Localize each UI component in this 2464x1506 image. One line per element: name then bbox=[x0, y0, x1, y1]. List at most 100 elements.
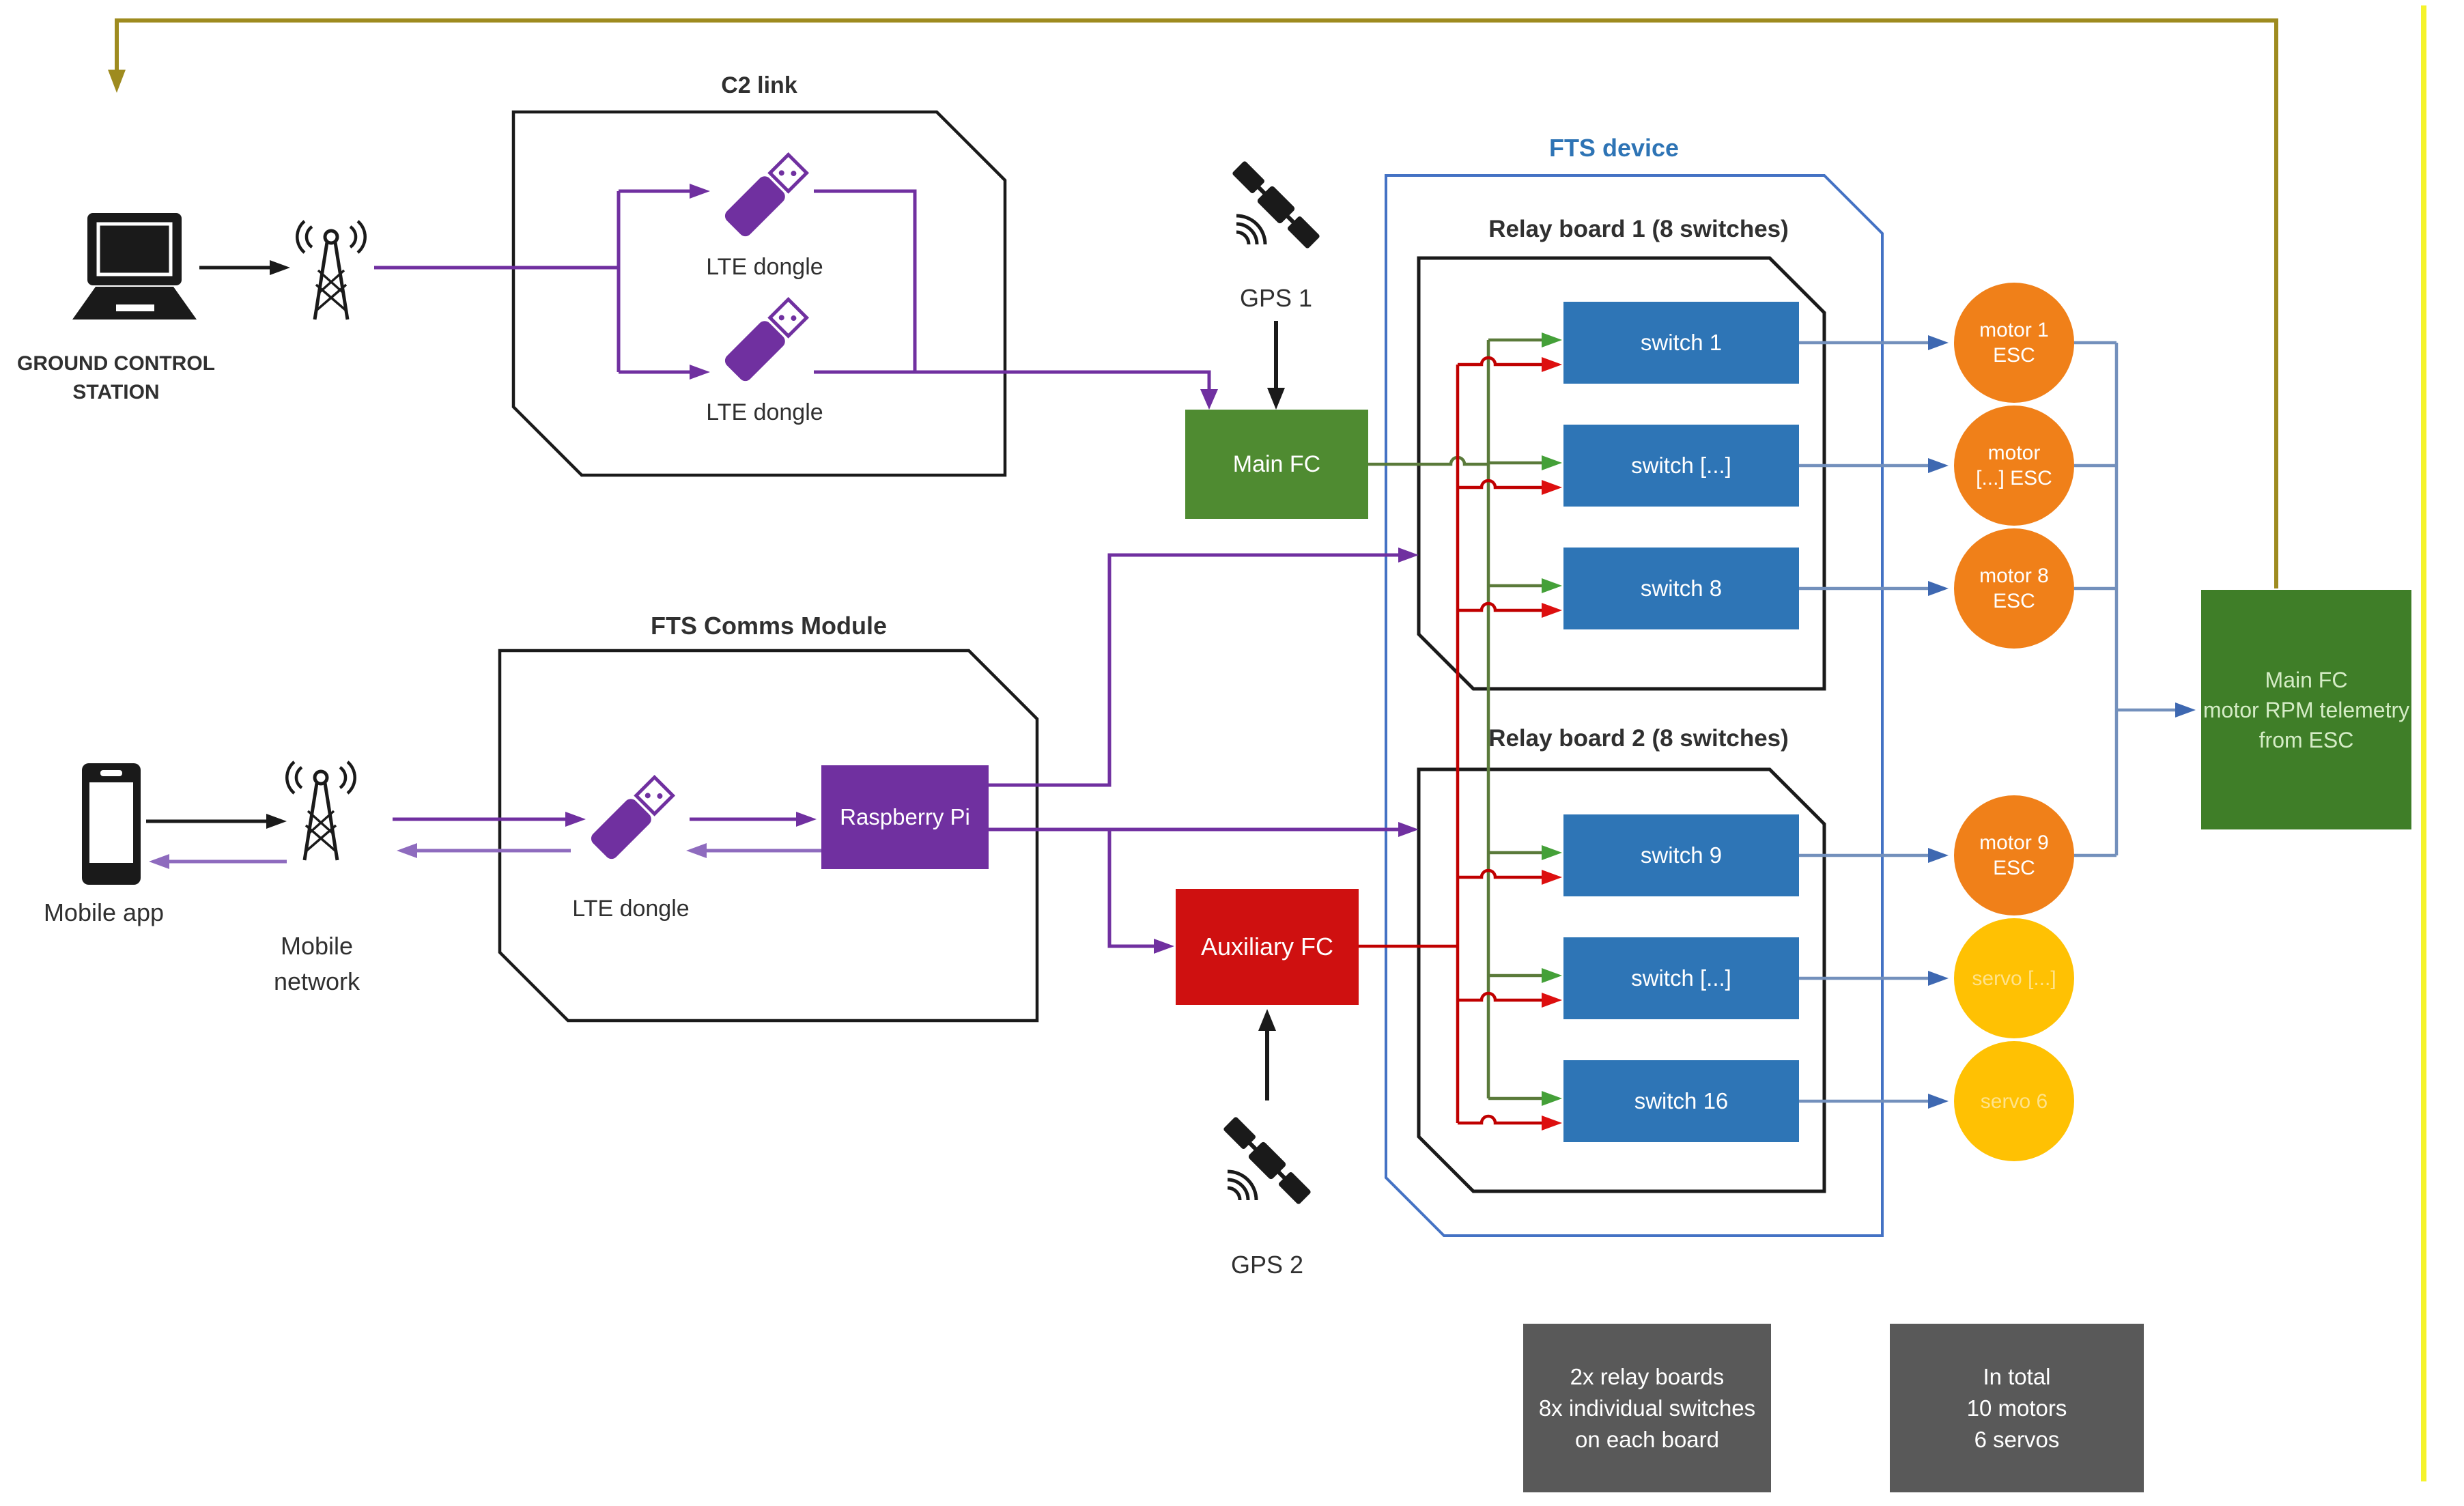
c2-link-title: C2 link bbox=[721, 72, 797, 98]
wire-red-row-5 bbox=[1458, 991, 1543, 1002]
arrowhead-red-switch-6 bbox=[1542, 1116, 1562, 1131]
lte-dongle-3-label: LTE dongle bbox=[572, 896, 690, 922]
lte-dongle-icon-1 bbox=[722, 152, 809, 239]
relay-board-2-outline bbox=[1417, 767, 1826, 1193]
wire-telemetry-bus bbox=[2074, 341, 2175, 857]
arrowhead-to-dongle3 bbox=[686, 843, 707, 858]
fts-device-label: FTS device bbox=[1548, 134, 1680, 162]
arrowhead-blue-motor-4 bbox=[1928, 848, 1949, 863]
arrowhead-red-switch-1 bbox=[1542, 357, 1562, 372]
auxiliary-fc-box: Auxiliary FC bbox=[1176, 889, 1359, 1005]
lte-dongle-1-label: LTE dongle bbox=[706, 254, 823, 280]
motor-8-esc-circle: motor 8 ESC bbox=[1954, 528, 2074, 649]
purple-wires bbox=[374, 189, 1400, 948]
arrowhead-gps2-to-auxfc bbox=[1258, 1009, 1276, 1031]
arrowhead-gps1-to-mainfc bbox=[1267, 388, 1285, 410]
arrowhead-green-switch-4 bbox=[1542, 845, 1562, 860]
arrowhead-tower2-to-dongle3 bbox=[565, 812, 586, 827]
lte-dongle-2-label: LTE dongle bbox=[706, 399, 823, 425]
cell-tower-icon-mobile bbox=[287, 762, 354, 860]
arrowhead-blue-motor-2 bbox=[1928, 458, 1949, 473]
relay-board-2-title: Relay board 2 (8 switches) bbox=[1488, 725, 1789, 752]
switch-8-box: switch 8 bbox=[1563, 548, 1799, 629]
servo-n-circle: servo [...] bbox=[1954, 918, 2074, 1038]
gcs-label: GROUND CONTROL STATION bbox=[17, 352, 215, 403]
wire-dongle2-to-mainfc bbox=[814, 370, 1211, 390]
arrowhead-laptop-to-tower bbox=[270, 260, 290, 275]
wire-rpi-to-relay1 bbox=[989, 553, 1400, 787]
arrowhead-rpi-to-relay1 bbox=[1398, 548, 1419, 563]
arrowhead-green-switch-5 bbox=[1542, 968, 1562, 983]
black-wires bbox=[146, 266, 1278, 1100]
black-arrowheads bbox=[266, 260, 1285, 1031]
wire-red-row-4 bbox=[1458, 868, 1543, 879]
arrowhead-to-dongle2 bbox=[690, 365, 710, 380]
motor-9-esc-circle: motor 9 ESC bbox=[1954, 795, 2074, 915]
arrowhead-to-tower2 bbox=[397, 843, 417, 858]
wire-red-row-1 bbox=[1458, 356, 1543, 367]
telemetry-box: Main FC motor RPM telemetry from ESC bbox=[2201, 590, 2411, 829]
fts-comms-box-path bbox=[498, 649, 1039, 1023]
wire-red-row-6 bbox=[1458, 1114, 1543, 1125]
arrowhead-blue-servo-2 bbox=[1928, 1094, 1949, 1109]
lte-dongle-icon-3 bbox=[589, 775, 675, 862]
arrowhead-phone-to-tower bbox=[266, 814, 287, 829]
olive-feedback-path bbox=[115, 18, 2278, 588]
red-wires bbox=[1359, 356, 1543, 1125]
arrowhead-green-switch-2 bbox=[1542, 455, 1562, 470]
arrowhead-to-telemetry bbox=[2175, 702, 2196, 718]
fts-comms-box-outline bbox=[498, 649, 1039, 1023]
light-purple-arrowheads bbox=[149, 843, 707, 869]
raspberry-pi-box: Raspberry Pi bbox=[821, 765, 989, 869]
switch-1-box: switch 1 bbox=[1563, 302, 1799, 384]
switch-9-box: switch 9 bbox=[1563, 814, 1799, 896]
arrowhead-rpi-to-auxfc bbox=[1154, 939, 1174, 954]
lte-dongle-icon-2 bbox=[722, 297, 809, 384]
relay-board-1-path bbox=[1417, 256, 1826, 691]
olive-arrowheads bbox=[108, 70, 126, 93]
arrowhead-blue-motor-3 bbox=[1928, 581, 1949, 596]
c2-link-box-path bbox=[511, 110, 1007, 477]
arrowhead-blue-servo-1 bbox=[1928, 971, 1949, 986]
c2-link-box-outline bbox=[511, 110, 1007, 477]
blue-wires bbox=[1799, 341, 2175, 1103]
motor-n-esc-circle: motor [...] ESC bbox=[1954, 406, 2074, 526]
arrowhead-red-switch-5 bbox=[1542, 993, 1562, 1008]
arrowhead-green-switch-3 bbox=[1542, 578, 1562, 593]
arrowhead-c2-to-mainfc bbox=[1200, 389, 1218, 410]
arrowhead-to-phone bbox=[149, 854, 169, 869]
motor-1-esc-circle: motor 1 ESC bbox=[1954, 283, 2074, 403]
arrowhead-rpi-to-relay2 bbox=[1398, 822, 1419, 837]
olive-feedback-wire bbox=[115, 18, 2278, 588]
gps2-label: GPS 2 bbox=[1230, 1251, 1304, 1279]
gps1-satellite-icon bbox=[1231, 160, 1322, 251]
green-wires bbox=[1368, 338, 1543, 1100]
relay-board-1-title: Relay board 1 (8 switches) bbox=[1488, 216, 1789, 242]
arrowhead-green-switch-1 bbox=[1542, 332, 1562, 347]
arrowhead-to-dongle1 bbox=[690, 184, 710, 199]
wire-red-row-3 bbox=[1458, 601, 1543, 612]
cell-tower-icon-c2 bbox=[297, 221, 365, 319]
red-arrowheads bbox=[1542, 357, 1562, 1131]
blue-arrowheads bbox=[1928, 335, 2196, 1109]
wire-dongle1-out bbox=[814, 189, 917, 372]
switch-16-box: switch 16 bbox=[1563, 1060, 1799, 1142]
arrowhead-blue-motor-1 bbox=[1928, 335, 1949, 350]
fts-device-box-outline bbox=[1385, 174, 1884, 1237]
arrowhead-red-switch-2 bbox=[1542, 480, 1562, 495]
note-relay-boards: 2x relay boards 8x individual switches o… bbox=[1523, 1324, 1771, 1492]
laptop-icon bbox=[72, 213, 197, 319]
wire-red-row-2 bbox=[1458, 479, 1543, 489]
switch-2-box: switch [...] bbox=[1563, 425, 1799, 507]
mobile-network-label: Mobile network bbox=[273, 932, 360, 995]
arrowhead-red-switch-3 bbox=[1542, 603, 1562, 618]
purple-arrowheads bbox=[565, 184, 1419, 954]
fts-device-box-path bbox=[1385, 174, 1884, 1237]
smartphone-icon bbox=[82, 763, 141, 885]
relay-board-2-path bbox=[1417, 767, 1826, 1193]
arrowhead-green-switch-6 bbox=[1542, 1091, 1562, 1106]
relay-board-1-outline bbox=[1417, 256, 1826, 691]
switch-10-box: switch [...] bbox=[1563, 937, 1799, 1019]
